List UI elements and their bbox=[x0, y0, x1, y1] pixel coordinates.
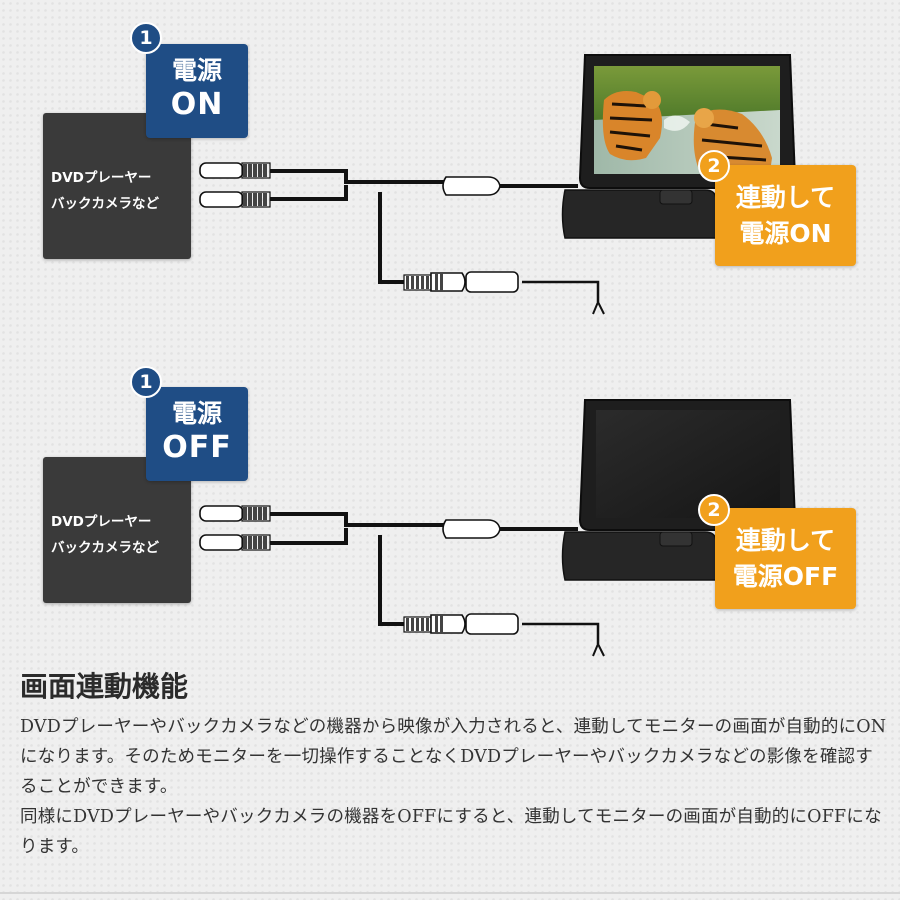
feature-heading: 画面連動機能 bbox=[20, 670, 189, 703]
monitor-screen-blank-dark bbox=[596, 410, 780, 518]
step-2-badge: 2 bbox=[698, 494, 730, 526]
power-on-label: 電源 ON bbox=[146, 44, 248, 138]
wiring-on bbox=[199, 162, 605, 315]
monitor-on bbox=[561, 54, 797, 239]
description-paragraph-1: DVDプレーヤーやバックカメラなどの機器から映像が入力されると、連動してモニター… bbox=[20, 717, 887, 797]
step-2-badge: 2 bbox=[698, 150, 730, 182]
step-1-badge: 1 bbox=[130, 22, 162, 54]
step-1-badge: 1 bbox=[130, 366, 162, 398]
power-connector bbox=[403, 271, 519, 293]
rca-plug-top bbox=[199, 162, 271, 179]
monitor-off bbox=[561, 399, 797, 581]
power-connector bbox=[403, 613, 519, 635]
linked-power-on-label: 連動して 電源ON bbox=[715, 165, 856, 266]
source-device-label: DVDプレーヤー バックカメラなど bbox=[51, 514, 159, 556]
source-device-label: DVDプレーヤー バックカメラなど bbox=[51, 170, 159, 212]
rca-plug-bottom bbox=[199, 534, 271, 551]
source-device-box: DVDプレーヤー バックカメラなど bbox=[43, 457, 191, 603]
wiring-diagram bbox=[199, 54, 797, 657]
video-connector bbox=[442, 176, 501, 196]
bottom-divider bbox=[0, 892, 900, 894]
power-off-label: 電源 OFF bbox=[146, 387, 248, 481]
linked-power-off-label: 連動して 電源OFF bbox=[715, 508, 856, 609]
rca-plug-top bbox=[199, 505, 271, 522]
wiring-off bbox=[199, 505, 605, 657]
source-device-box: DVDプレーヤー バックカメラなど bbox=[43, 113, 191, 259]
rca-plug-bottom bbox=[199, 191, 271, 208]
monitor-screen-tiger-photo bbox=[594, 66, 780, 174]
video-connector bbox=[442, 519, 501, 539]
feature-description: DVDプレーヤーやバックカメラなどの機器から映像が入力されると、連動してモニター… bbox=[20, 712, 890, 862]
description-paragraph-2: 同様にDVDプレーヤーやバックカメラの機器をOFFにすると、連動してモニターの画… bbox=[20, 807, 882, 857]
